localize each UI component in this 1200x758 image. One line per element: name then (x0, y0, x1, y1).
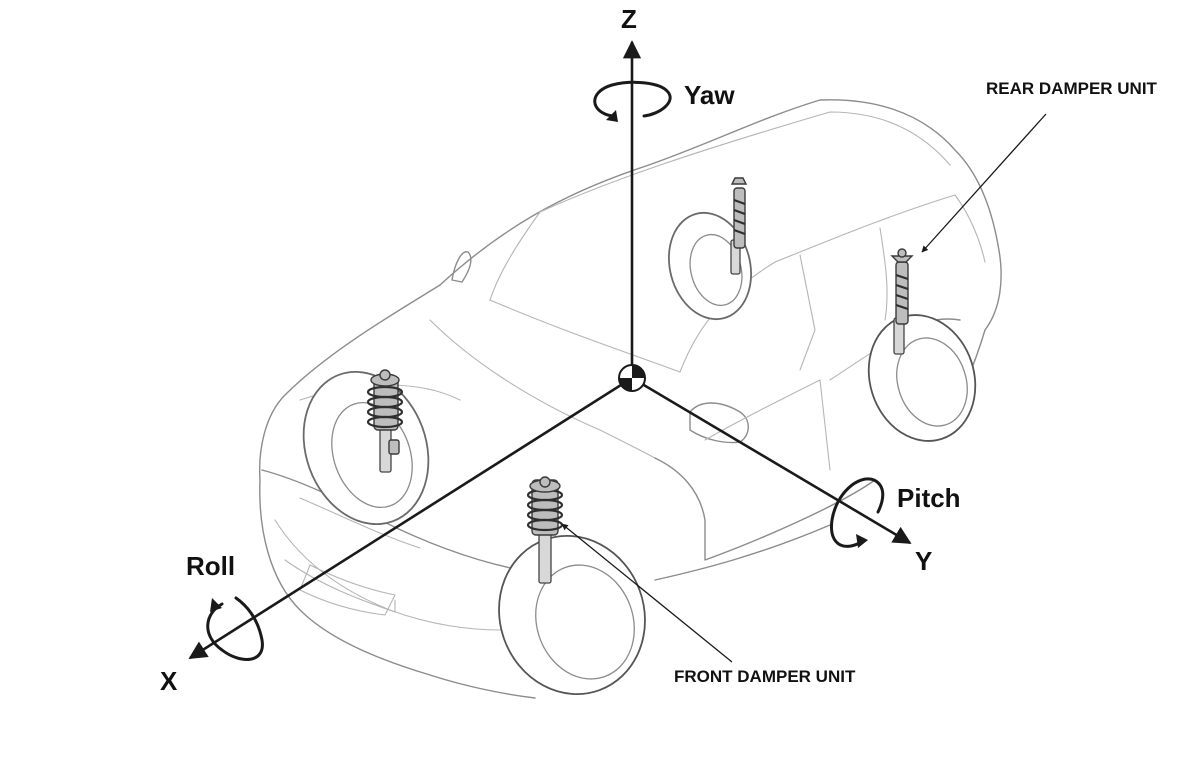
rear-right-wheel (867, 314, 977, 442)
rear-left-damper (730, 177, 748, 275)
pitch-rotation-icon (830, 477, 885, 548)
y-axis (631, 376, 912, 545)
front-right-wheel (498, 534, 646, 696)
x-axis (188, 376, 633, 660)
rear-damper-label: REAR DAMPER UNIT (986, 79, 1158, 98)
x-axis-label: X (160, 666, 178, 696)
front-damper-label: FRONT DAMPER UNIT (674, 667, 856, 686)
front-damper-leader (561, 523, 733, 663)
rear-left-wheel (668, 211, 752, 321)
rear-right-damper (890, 248, 914, 355)
rear-damper-leader (921, 113, 1047, 253)
center-of-gravity-icon (618, 364, 646, 392)
y-axis-label: Y (915, 546, 932, 576)
front-left-damper (366, 369, 404, 473)
roll-rotation-icon (206, 596, 264, 661)
pitch-label: Pitch (897, 483, 961, 513)
yaw-rotation-icon (593, 80, 672, 122)
z-axis-label: Z (621, 4, 637, 34)
front-left-wheel (302, 370, 430, 526)
yaw-label: Yaw (684, 80, 735, 110)
roll-label: Roll (186, 551, 235, 581)
